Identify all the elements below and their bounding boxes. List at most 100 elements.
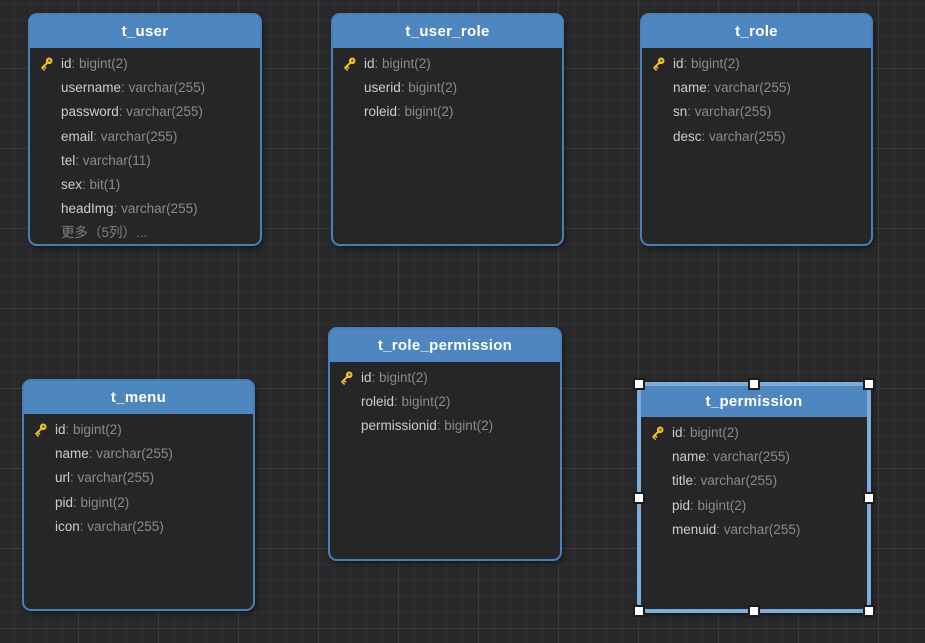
field-name: id — [55, 422, 66, 437]
field-type: bigint(2) — [690, 425, 739, 440]
field-name: email — [61, 128, 94, 144]
selection-handle-sw[interactable] — [633, 605, 645, 617]
field-separator: : — [71, 56, 80, 71]
field-separator: : — [683, 56, 692, 71]
field-type: varchar(11) — [82, 152, 151, 168]
more-columns-row: 更多（5列）... — [61, 221, 252, 245]
table-title: t_menu — [110, 389, 167, 406]
field-separator: : — [118, 104, 127, 120]
field-name: icon — [55, 518, 80, 534]
field-row: password: varchar(255) — [61, 100, 252, 124]
field-type: bigint(2) — [80, 494, 130, 510]
field-separator: : — [73, 494, 81, 510]
field-name: id — [61, 56, 72, 71]
field-row: desc: varchar(255) — [673, 125, 863, 149]
primary-key-icon — [337, 369, 355, 387]
selection-handle-ne[interactable] — [863, 378, 875, 390]
field-name: roleid — [361, 394, 395, 410]
field-type: varchar(255) — [709, 128, 786, 144]
table-header: t_menu — [24, 381, 253, 414]
table-title: t_user_role — [405, 23, 490, 40]
table-card-t_menu[interactable]: t_menu id: bigint(2) name: varchar(255) … — [22, 379, 255, 611]
table-title: t_user — [121, 23, 169, 40]
selection-handle-e[interactable] — [863, 491, 875, 504]
table-body: id: bigint(2) userid: bigint(2) roleid: … — [333, 48, 562, 125]
field-row: roleid: bigint(2) — [361, 390, 552, 414]
field-name: title — [672, 473, 694, 489]
field-separator: : — [371, 370, 380, 385]
field-type: varchar(255) — [87, 518, 164, 534]
field-row: pid: bigint(2) — [672, 494, 859, 518]
field-row: roleid: bigint(2) — [364, 100, 554, 124]
field-type: bigint(2) — [691, 56, 740, 71]
field-type: varchar(255) — [96, 446, 173, 462]
field-separator: : — [70, 470, 78, 486]
field-row: id: bigint(2) — [35, 418, 245, 442]
field-row: id: bigint(2) — [344, 52, 554, 76]
selection-handle-n[interactable] — [748, 378, 760, 390]
table-card-t_role_permission[interactable]: t_role_permission id: bigint(2) roleid: … — [328, 327, 562, 561]
field-name: id — [673, 56, 684, 71]
field-type: varchar(255) — [77, 470, 155, 486]
field-row: id: bigint(2) — [41, 52, 252, 76]
field-row: id: bigint(2) — [341, 366, 552, 390]
field-name: id — [364, 56, 375, 71]
field-separator: : — [687, 104, 695, 120]
table-body: id: bigint(2) name: varchar(255) url: va… — [24, 414, 253, 539]
table-card-t_role[interactable]: t_role id: bigint(2) name: varchar(255) … — [640, 13, 873, 246]
primary-key-icon — [649, 55, 667, 73]
table-header: t_permission — [641, 386, 867, 417]
selection-handle-nw[interactable] — [633, 378, 645, 390]
field-separator: : — [690, 497, 698, 513]
field-name: roleid — [364, 104, 398, 120]
field-name: pid — [672, 497, 691, 513]
field-separator: : — [705, 449, 714, 465]
field-separator: : — [701, 128, 710, 144]
field-name: name — [673, 80, 707, 96]
table-header: t_user_role — [333, 15, 562, 48]
selection-handle-s[interactable] — [748, 605, 760, 617]
field-type: bigint(2) — [408, 80, 458, 96]
selection-handle-se[interactable] — [863, 605, 875, 617]
table-body: id: bigint(2) roleid: bigint(2) permissi… — [330, 362, 560, 439]
more-columns-label: 更多（5列）... — [61, 225, 148, 241]
field-type: bigint(2) — [697, 497, 747, 513]
field-row: email: varchar(255) — [61, 125, 252, 149]
field-name: url — [55, 470, 71, 486]
field-name: pid — [55, 494, 74, 510]
field-separator: : — [394, 394, 402, 410]
field-name: sex — [61, 176, 83, 192]
field-row: name: varchar(255) — [55, 442, 245, 466]
table-body: id: bigint(2) name: varchar(255) sn: var… — [642, 48, 871, 149]
field-name: name — [672, 449, 706, 465]
primary-key-icon — [37, 55, 55, 73]
field-row: icon: varchar(255) — [55, 515, 245, 539]
field-separator: : — [121, 80, 129, 96]
field-row: title: varchar(255) — [672, 469, 859, 493]
primary-key-icon — [648, 424, 666, 442]
field-type: varchar(255) — [700, 473, 778, 489]
field-row: headImg: varchar(255) — [61, 197, 252, 221]
field-type: bigint(2) — [401, 394, 451, 410]
field-row: username: varchar(255) — [61, 76, 252, 100]
field-type: varchar(255) — [714, 80, 791, 96]
field-type: bigint(2) — [379, 370, 428, 385]
field-row: sn: varchar(255) — [673, 100, 863, 124]
table-card-t_user_role[interactable]: t_user_role id: bigint(2) userid: bigint… — [331, 13, 564, 246]
table-card-t_permission[interactable]: t_permission id: bigint(2) name: varchar… — [633, 378, 875, 617]
field-row: id: bigint(2) — [652, 421, 859, 445]
table-body: id: bigint(2) username: varchar(255) pas… — [30, 48, 260, 246]
table-header: t_role — [642, 15, 871, 48]
field-row: permissionid: bigint(2) — [361, 414, 552, 438]
field-type: bigint(2) — [444, 418, 494, 434]
field-row: name: varchar(255) — [672, 445, 859, 469]
selection-handle-w[interactable] — [633, 491, 645, 504]
table-card-t_user[interactable]: t_user id: bigint(2) username: varchar(2… — [28, 13, 262, 246]
field-name: id — [672, 425, 683, 440]
field-type: bit(1) — [89, 176, 121, 192]
table-title: t_role — [735, 23, 778, 40]
field-row: tel: varchar(11) — [61, 149, 252, 173]
field-name: username — [61, 80, 122, 96]
table-title: t_permission — [705, 393, 803, 410]
